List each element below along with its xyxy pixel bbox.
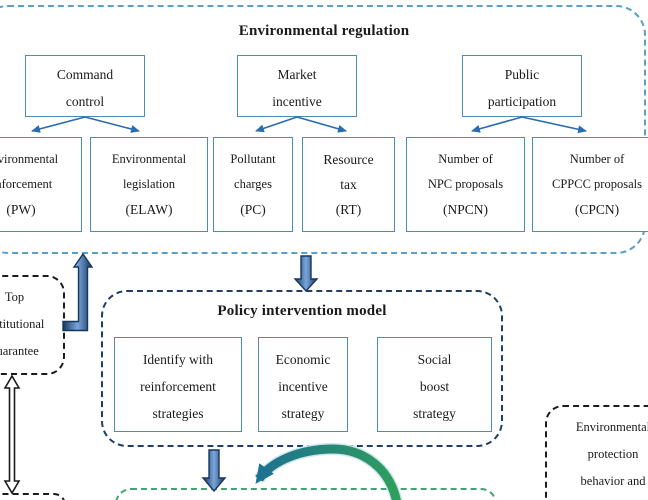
indicator-label: Resource — [323, 152, 374, 167]
double-headed-arrow — [3, 374, 21, 495]
indicator-label: Environmental — [0, 152, 59, 166]
indicator-label: (PW) — [6, 202, 36, 217]
environmental-legislation-box: Environmental legislation (ELAW) — [90, 137, 208, 232]
branch-label: Command — [56, 67, 114, 82]
branch-label: Public — [504, 67, 540, 82]
market-incentive-box: Market incentive — [237, 55, 357, 117]
indicator-label: (ELAW) — [125, 202, 173, 217]
npc-proposals-box: Number of NPC proposals (NPCN) — [406, 137, 525, 232]
indicator-label: (CPCN) — [574, 202, 620, 217]
indicator-label: (NPCN) — [442, 202, 488, 217]
guarantee-line: guarantee — [0, 344, 39, 358]
strategy-label: Social — [417, 352, 452, 367]
indicator-label: enforcement — [0, 177, 53, 191]
indicator-label: (RT) — [335, 202, 362, 217]
indicator-label: Pollutant — [230, 152, 276, 166]
top-institutional-guarantee-box: Top institutional guarantee — [0, 275, 65, 375]
command-control-box: Command control — [25, 55, 145, 117]
cppcc-proposals-box: Number of CPPCC proposals (CPCN) — [532, 137, 648, 232]
down-arrow-regulation-to-policy — [293, 255, 319, 293]
strategy-label: strategy — [281, 406, 325, 421]
public-participation-connectors — [471, 116, 587, 134]
environmental-enforcement-box: Environmental enforcement (PW) — [0, 137, 82, 232]
indicator-label: tax — [340, 177, 357, 192]
indicator-label: charges — [234, 177, 272, 191]
resource-tax-box: Resource tax (RT) — [302, 137, 395, 232]
policy-intervention-title: Policy intervention model — [217, 303, 387, 319]
environmental-regulation-group — [0, 5, 646, 254]
behavior-line: Environmental — [575, 420, 648, 434]
indicator-label: NPC proposals — [427, 177, 504, 191]
behavior-line: behavior and — [580, 474, 646, 488]
reinforcement-strategy-box: Identify with reinforcement strategies — [114, 337, 242, 432]
indicator-label: (PC) — [240, 202, 266, 217]
curved-arrow — [254, 442, 403, 500]
pollutant-charges-box: Pollutant charges (PC) — [213, 137, 293, 232]
policy-intervention-group — [101, 290, 503, 447]
guarantee-line: Top — [4, 290, 25, 304]
market-incentive-connectors — [255, 116, 347, 133]
environmental-protection-behavior-box: Environmental protection behavior and — [545, 405, 648, 500]
strategy-label: Identify with — [142, 352, 214, 367]
strategy-label: Economic — [275, 352, 331, 367]
branch-label: participation — [487, 94, 557, 109]
strategy-label: strategies — [152, 406, 204, 421]
branch-label: control — [65, 94, 105, 109]
social-boost-strategy-box: Social boost strategy — [377, 337, 492, 432]
environmental-regulation-title: Environmental regulation — [238, 23, 410, 39]
indicator-label: Environmental — [111, 152, 187, 166]
behavior-line: protection — [587, 447, 639, 461]
strategy-label: boost — [419, 379, 450, 394]
indicator-label: Number of — [438, 152, 493, 166]
up-elbow-arrow-guarantee-to-regulation — [62, 252, 94, 332]
indicator-label: Number of — [569, 152, 625, 166]
down-arrow-policy-to-green-box — [201, 449, 227, 493]
branch-label: Market — [277, 67, 317, 82]
strategy-label: strategy — [413, 406, 456, 421]
command-control-connectors — [31, 116, 140, 133]
strategy-label: incentive — [278, 379, 328, 394]
indicator-label: CPPCC proposals — [552, 177, 642, 191]
guarantee-line: institutional — [0, 317, 45, 331]
economic-incentive-strategy-box: Economic incentive strategy — [258, 337, 348, 432]
public-participation-box: Public participation — [462, 55, 582, 117]
branch-label: incentive — [272, 94, 322, 109]
strategy-label: reinforcement — [140, 379, 216, 394]
indicator-label: legislation — [122, 177, 176, 191]
